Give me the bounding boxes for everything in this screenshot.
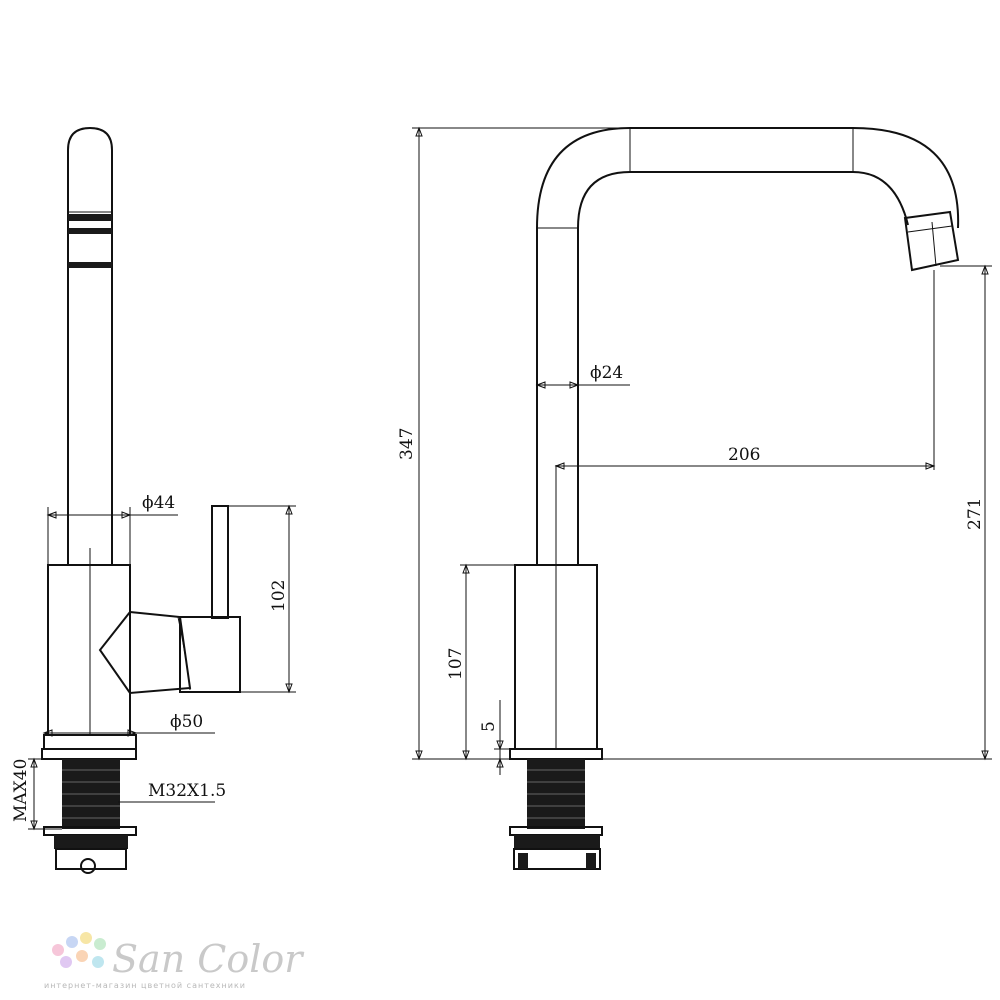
dim-d44-label: ϕ44: [142, 493, 175, 513]
side-body: [47, 564, 131, 736]
side-lever-joint: [98, 610, 192, 695]
dim-d24-label: ϕ24: [590, 363, 623, 383]
logo-dot: [92, 956, 104, 968]
logo-dot: [66, 936, 78, 948]
side-base-washer: [41, 748, 137, 760]
logo-dot: [76, 950, 88, 962]
side-aerator-ring-2: [68, 228, 112, 234]
front-view: 347 ϕ24 206 271 107 5: [397, 126, 992, 870]
dim-h107-label: 107: [446, 648, 466, 680]
front-spout-inner: [577, 171, 909, 565]
logo-dot: [80, 932, 92, 944]
side-mount-bolt: [55, 848, 127, 870]
dim-h102-label: 102: [269, 580, 289, 612]
side-mount-nut: [54, 835, 128, 849]
dim-max40-label: MAX40: [11, 759, 31, 822]
logo-dot: [94, 938, 106, 950]
sancolor-logo: San Color интернет-магазин цветной санте…: [44, 932, 305, 990]
logo-name: San Color: [112, 937, 305, 981]
side-lever-stem: [211, 505, 229, 619]
side-lever-handle: [179, 616, 241, 693]
dim-thread-label: M32X1.5: [148, 781, 226, 801]
side-view: ϕ44 ϕ50 102 M32X1.5 MAX40: [11, 126, 296, 874]
dim-h271-label: 271: [965, 498, 985, 530]
side-base-plate: [43, 734, 137, 750]
front-base-plate: [509, 748, 603, 760]
side-aerator-ring-1: [68, 214, 112, 221]
dim-reach206-label: 206: [728, 445, 760, 465]
side-spout-tube: [67, 126, 113, 565]
front-mount-bolt: [513, 848, 601, 870]
front-aerator: [903, 210, 960, 272]
dim-d50-label: ϕ50: [170, 712, 203, 732]
logo-dot: [52, 944, 64, 956]
front-mount-nut: [514, 835, 600, 849]
logo-tagline: интернет-магазин цветной сантехники: [44, 981, 246, 990]
logo-dot: [60, 956, 72, 968]
dim-h5-label: 5: [479, 721, 499, 732]
dim-h347-label: 347: [397, 428, 417, 460]
side-aerator-ring-3: [68, 262, 112, 268]
